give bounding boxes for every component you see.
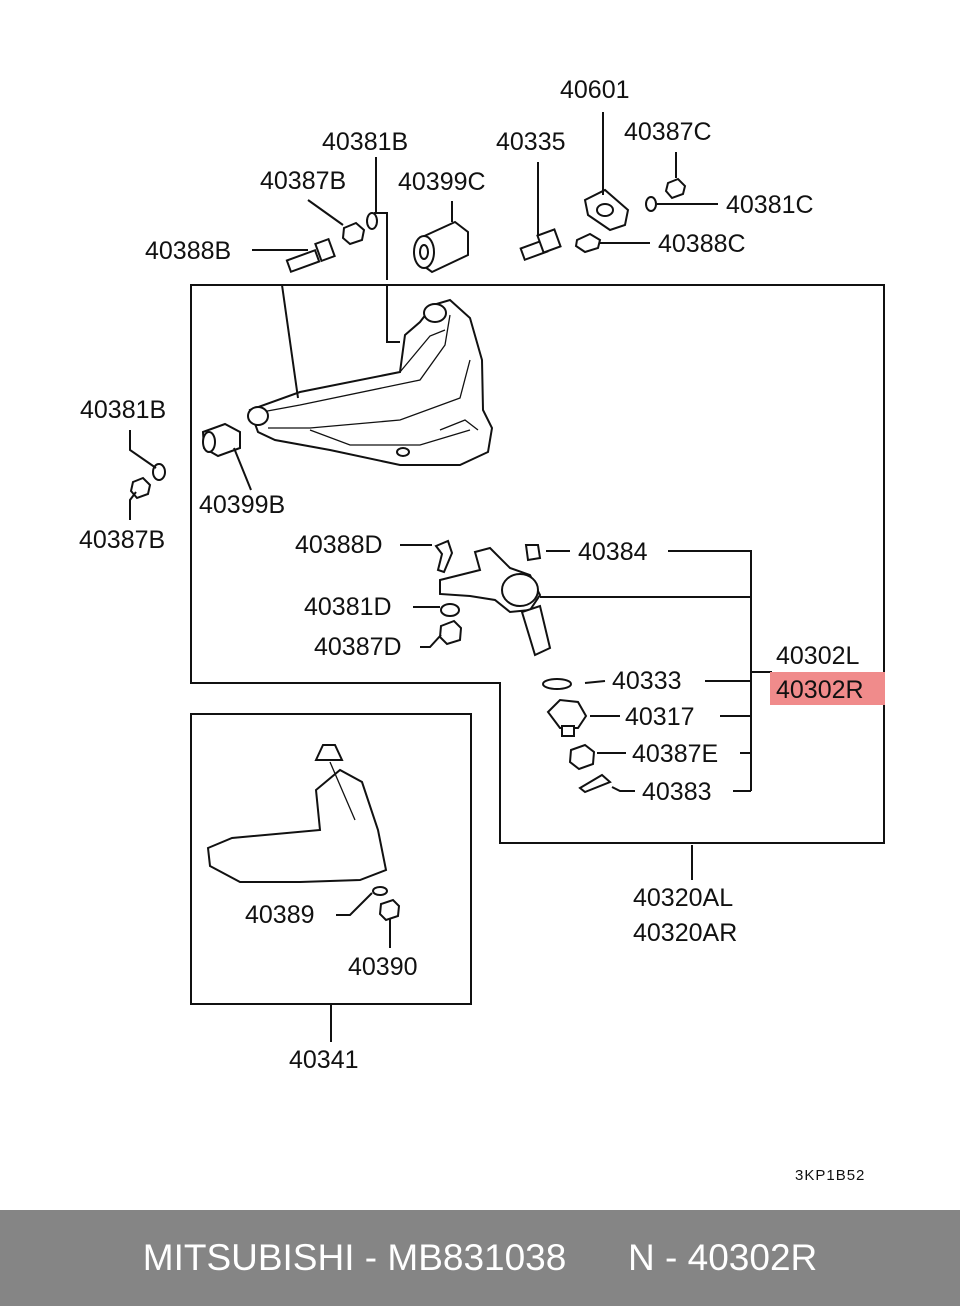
label-40387E: 40387E: [632, 740, 718, 768]
label-40383: 40383: [642, 778, 712, 806]
upper-arm-40341: [206, 744, 388, 883]
label-40302R: 40302R: [776, 676, 864, 704]
upper-arm-sub-frame: [190, 713, 472, 1005]
bracket-40601: [583, 188, 630, 232]
ball-joint-40302: [439, 546, 552, 657]
label-40333: 40333: [612, 667, 682, 695]
bushing-40399C: [413, 220, 469, 274]
footer-bar: MITSUBISHI - MB831038 N - 40302R: [0, 1210, 960, 1306]
washer-40389: [372, 886, 388, 896]
label-40601: 40601: [560, 76, 630, 104]
washer-40381B-top: [366, 212, 378, 230]
label-40390: 40390: [348, 953, 418, 981]
nut-40387D: [438, 619, 463, 646]
label-40387B-top: 40387B: [260, 167, 346, 195]
label-40317: 40317: [625, 703, 695, 731]
washer-40381C: [645, 196, 657, 212]
ring-40333: [542, 678, 572, 690]
pin-40335: [519, 228, 562, 262]
highlight-40302R: [770, 672, 885, 705]
label-40320AR: 40320AR: [633, 919, 737, 947]
nut-40387C: [664, 177, 687, 200]
label-40335: 40335: [496, 128, 566, 156]
bushing-40399B: [201, 422, 241, 458]
label-40399B: 40399B: [199, 491, 285, 519]
label-40387D: 40387D: [314, 633, 402, 661]
label-40389: 40389: [245, 901, 315, 929]
nut-40387B-top: [341, 221, 366, 246]
dust-cover-40317: [546, 698, 588, 737]
label-40388D: 40388D: [295, 531, 383, 559]
grease-nipple-40384: [524, 544, 542, 562]
label-40381C: 40381C: [726, 191, 814, 219]
cotter-pin-40383: [578, 773, 612, 794]
label-40387B-left: 40387B: [79, 526, 165, 554]
footer-brand: MITSUBISHI - MB831038: [142, 1237, 567, 1278]
label-40341: 40341: [289, 1046, 359, 1074]
washer-40381D: [440, 603, 460, 617]
label-40381B-left: 40381B: [80, 396, 166, 424]
parts-diagram: 40601 40387C 40381B 40335 40387B 40399C …: [79, 76, 885, 1184]
label-40320AL: 40320AL: [633, 884, 733, 912]
bolt-40388C: [574, 232, 602, 254]
label-40388B: 40388B: [145, 237, 231, 265]
label-40381B-top: 40381B: [322, 128, 408, 156]
nut-40387E: [568, 743, 596, 771]
footer-part-number: N - 40302R: [628, 1237, 818, 1278]
footer-spacer: [566, 1237, 628, 1279]
upper-arm-assembly-frame: [190, 284, 885, 844]
upper-control-arm: [247, 298, 494, 466]
label-40384: 40384: [578, 538, 648, 566]
label-40399C: 40399C: [398, 168, 486, 196]
bolt-40388B: [285, 237, 336, 274]
label-40387C: 40387C: [624, 118, 712, 146]
bolt-40388D: [434, 539, 454, 574]
nut-40390: [378, 898, 401, 922]
label-40381D: 40381D: [304, 593, 392, 621]
diagram-code: 3KP1B52: [795, 1167, 865, 1184]
label-40388C: 40388C: [658, 230, 746, 258]
label-40302L: 40302L: [776, 642, 860, 670]
